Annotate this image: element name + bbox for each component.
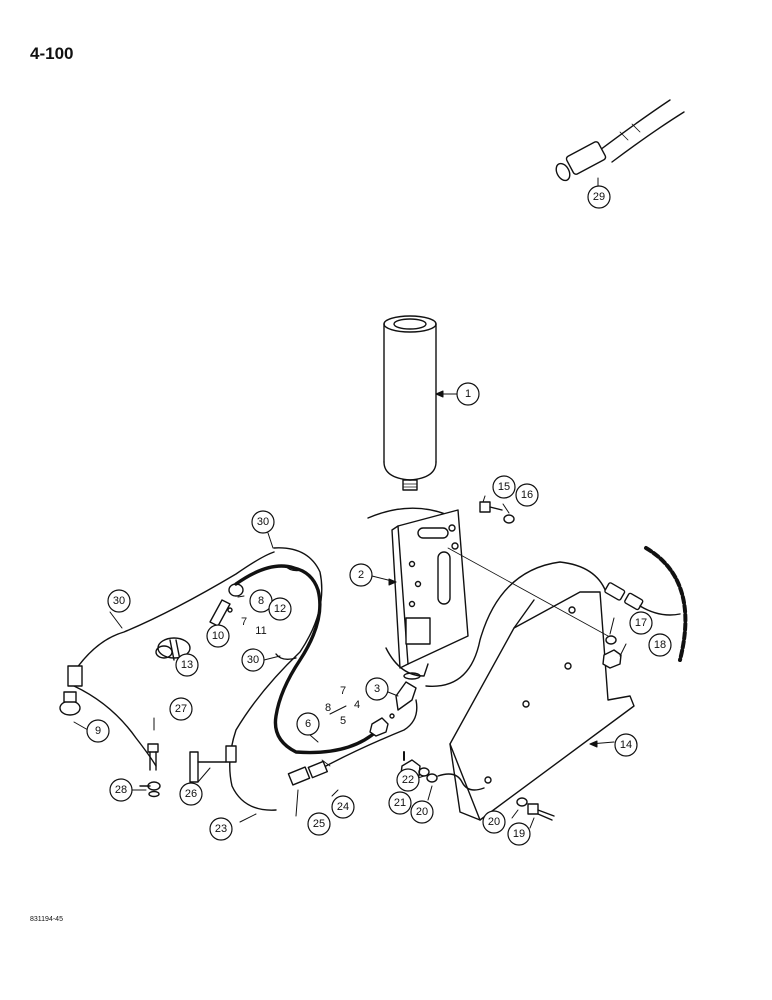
svg-text:9: 9 [95, 725, 101, 737]
callout-2: 2 [349, 563, 373, 587]
svg-text:30: 30 [257, 516, 269, 528]
svg-text:25: 25 [313, 818, 325, 830]
elbow-fittings [369, 681, 417, 737]
left-harness [59, 547, 323, 811]
svg-text:16: 16 [521, 489, 533, 501]
svg-text:20: 20 [488, 816, 500, 828]
callout-14: 14 [614, 733, 638, 757]
svg-text:30: 30 [113, 595, 125, 607]
filter-canister [383, 315, 437, 491]
svg-text:23: 23 [215, 823, 227, 835]
callout-20-left: 20 [410, 800, 434, 824]
svg-text:19: 19 [513, 828, 525, 840]
callout-15: 15 [492, 475, 516, 499]
label-4: 4 [354, 699, 360, 711]
label-7-lower: 7 [340, 685, 346, 697]
callout-23: 23 [209, 817, 233, 841]
callout-26: 26 [179, 782, 203, 806]
svg-text:6: 6 [305, 718, 311, 730]
callout-13: 13 [175, 653, 199, 677]
svg-text:21: 21 [394, 797, 406, 809]
svg-text:24: 24 [337, 801, 349, 813]
fitting-13 [155, 637, 191, 661]
svg-text:27: 27 [175, 703, 187, 715]
bolt-terminal-27-28 [139, 743, 161, 798]
label-5: 5 [340, 715, 346, 727]
leader-lines [73, 181, 627, 829]
svg-text:22: 22 [402, 774, 414, 786]
callout-30-middle: 30 [241, 648, 265, 672]
callout-19: 19 [507, 822, 531, 846]
svg-text:3: 3 [374, 683, 380, 695]
svg-text:20: 20 [416, 806, 428, 818]
hose-coupler-part [555, 99, 685, 185]
callout-6: 6 [296, 712, 320, 736]
fuse-holder-26 [189, 745, 237, 783]
mounting-bracket [449, 591, 635, 821]
right-harness [425, 546, 688, 687]
callout-3: 3 [365, 677, 389, 701]
callout-24: 24 [331, 795, 355, 819]
svg-text:14: 14 [620, 739, 632, 751]
callout-22: 22 [396, 768, 420, 792]
svg-text:26: 26 [185, 788, 197, 800]
callout-25: 25 [307, 812, 331, 836]
callout-9: 9 [86, 719, 110, 743]
svg-text:15: 15 [498, 481, 510, 493]
label-7-upper: 7 [241, 616, 247, 628]
label-11: 11 [255, 625, 266, 637]
callout-16: 16 [515, 483, 539, 507]
mounting-plate [367, 507, 469, 680]
callout-17: 17 [629, 611, 653, 635]
svg-text:29: 29 [593, 191, 605, 203]
svg-text:10: 10 [212, 630, 224, 642]
bolt-washer-15-16 [479, 501, 515, 524]
svg-text:8: 8 [258, 595, 264, 607]
callout-27: 27 [169, 697, 193, 721]
svg-text:30: 30 [247, 654, 259, 666]
nut-washer-17-18 [447, 547, 622, 669]
sensor-10-12 [209, 564, 380, 755]
svg-text:17: 17 [635, 617, 647, 629]
figure-code: 831194-45 [30, 916, 63, 923]
connectors-24-25 [287, 699, 418, 786]
svg-text:18: 18 [654, 639, 666, 651]
callout-10: 10 [206, 624, 230, 648]
page-number: 4-100 [30, 44, 74, 63]
label-8-lower: 8 [325, 702, 331, 714]
callout-29: 29 [587, 185, 611, 209]
callout-12: 12 [268, 597, 292, 621]
callout-20-right: 20 [482, 810, 506, 834]
callout-1: 1 [456, 382, 480, 406]
callout-30-top: 30 [251, 510, 275, 534]
svg-text:2: 2 [358, 569, 364, 581]
callout-18: 18 [648, 633, 672, 657]
callout-30-left: 30 [107, 589, 131, 613]
svg-text:12: 12 [274, 603, 286, 615]
svg-text:1: 1 [465, 388, 471, 400]
svg-text:13: 13 [181, 659, 193, 671]
callout-21: 21 [388, 791, 412, 815]
callout-28: 28 [109, 778, 133, 802]
svg-text:28: 28 [115, 784, 127, 796]
